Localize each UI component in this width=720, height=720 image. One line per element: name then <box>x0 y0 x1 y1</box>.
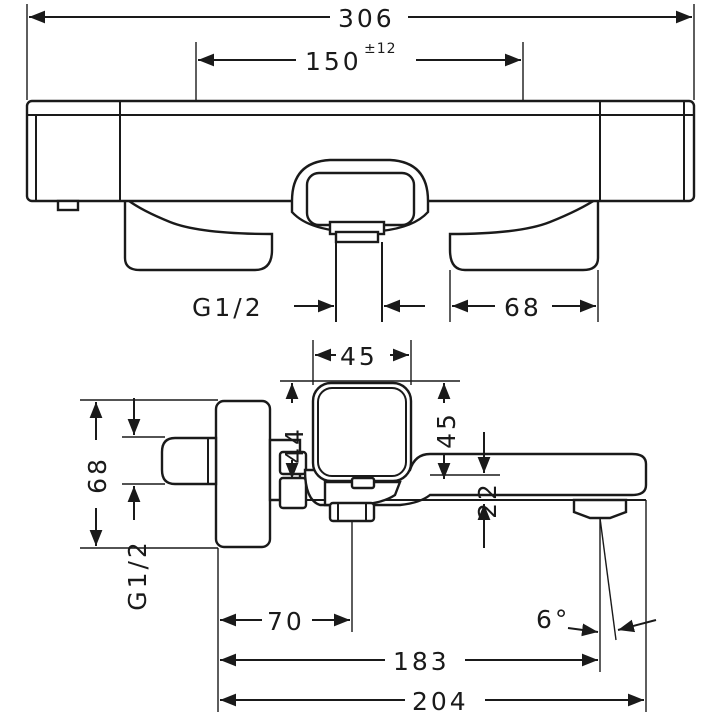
dim-label-150: 150 <box>305 47 362 76</box>
spout-outlet <box>305 171 416 227</box>
dim-label-150-tolerance: ±12 <box>364 41 397 57</box>
inlet-connector <box>160 436 218 486</box>
right-handle <box>448 195 600 272</box>
connector-thread <box>334 230 380 244</box>
left-stub <box>56 199 80 212</box>
dim-label-side-g12: G1/2 <box>123 539 152 611</box>
dim-label-side-70: 70 <box>267 607 305 636</box>
dim-label-top-g12: G1/2 <box>192 293 264 322</box>
dim-label-side-45-height: 45 <box>432 411 461 449</box>
dim-label-side-22: 22 <box>473 481 502 519</box>
dim-label-306: 306 <box>338 4 395 33</box>
dim-label-side-183: 183 <box>393 647 450 676</box>
side-view: 45 44 <box>80 340 657 716</box>
dim-label-top-68: 68 <box>504 293 542 322</box>
dim-label-side-44: 44 <box>280 426 309 464</box>
dim-label-side-68: 68 <box>83 456 112 494</box>
control-box <box>311 381 413 483</box>
dim-label-side-45-width: 45 <box>340 342 378 371</box>
dim-label-side-angle: 6° <box>536 605 570 634</box>
dim-label-side-204: 204 <box>412 687 469 716</box>
outlet-nut <box>328 501 376 523</box>
left-handle <box>123 195 274 272</box>
aerator <box>572 498 628 520</box>
top-view: 306 150 ±12 G1/2 <box>25 4 696 322</box>
wall-plate <box>214 399 272 549</box>
